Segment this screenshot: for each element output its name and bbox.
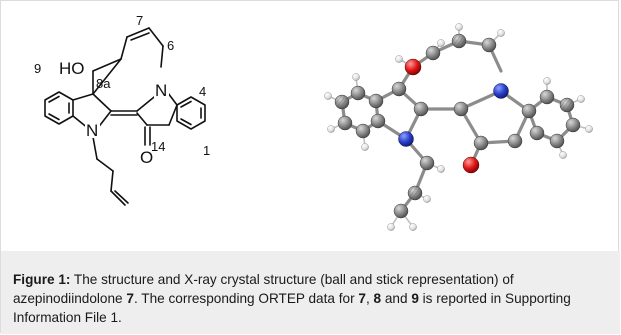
caption-text-2: . The corresponding ORTEP data for bbox=[133, 291, 359, 306]
atom-number-6: 6 bbox=[167, 38, 174, 53]
nitrogen-label-right: N bbox=[155, 81, 167, 100]
atom-number-14: 14 bbox=[151, 139, 165, 154]
figure-artwork: HO 8a 7 6 9 4 1 14 N N O bbox=[34, 13, 593, 231]
chemical-structure-drawing bbox=[44, 27, 206, 206]
caption-sep-1: , bbox=[365, 291, 374, 306]
atom-number-8a: 8a bbox=[96, 76, 111, 91]
atom-number-1: 1 bbox=[203, 143, 210, 158]
atom-number-7: 7 bbox=[136, 13, 143, 28]
caption-compound-8: 8 bbox=[373, 291, 382, 306]
caption-sep-2: and bbox=[381, 291, 412, 306]
caption-compound-7b: 7 bbox=[358, 291, 366, 306]
structure-labels: HO 8a 7 6 9 4 1 14 N N O bbox=[34, 13, 210, 167]
nitrogen-label-left: N bbox=[86, 121, 98, 140]
figure-caption: Figure 1: The structure and X-ray crysta… bbox=[1, 251, 620, 334]
label-mask bbox=[56, 57, 90, 79]
caption-compound-7: 7 bbox=[126, 291, 134, 306]
atom-number-9: 9 bbox=[34, 61, 41, 76]
hydroxyl-label: HO bbox=[59, 59, 85, 78]
label-mask bbox=[154, 81, 169, 98]
oxygen-label: O bbox=[140, 148, 153, 167]
caption-compound-9: 9 bbox=[411, 291, 419, 306]
caption-label: Figure 1: bbox=[13, 272, 71, 287]
caption-text-1: The structure and X-ray crystal structur… bbox=[13, 272, 514, 306]
atom-number-4: 4 bbox=[199, 84, 206, 99]
ball-and-stick-model bbox=[324, 23, 593, 231]
caption-text-3: is reported in Supporting Information Fi… bbox=[13, 291, 571, 325]
label-mask bbox=[85, 121, 100, 138]
